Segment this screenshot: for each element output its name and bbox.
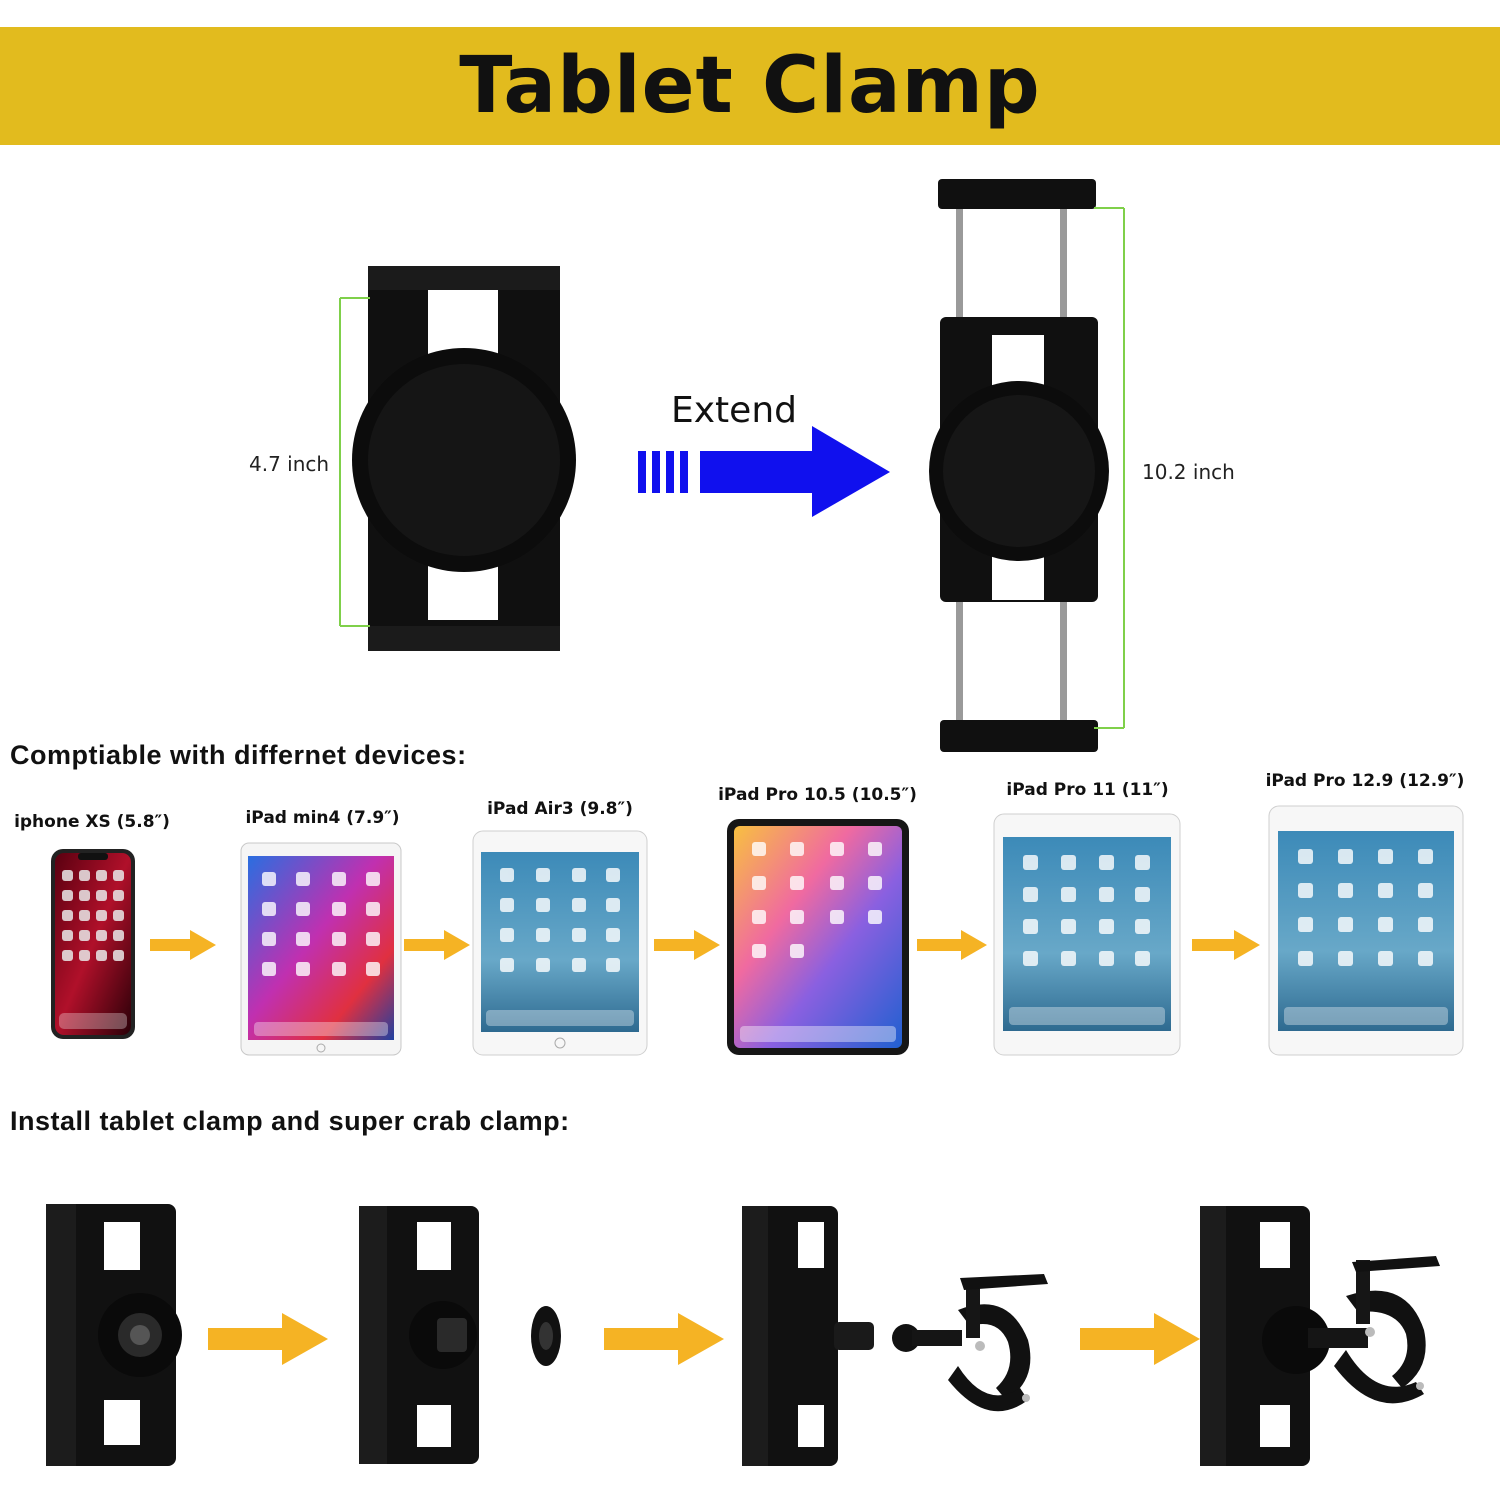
device-label-ipad-air3: iPad Air3 (9.8″) [487,799,633,819]
closed-size-label: 4.7 inch [249,452,330,476]
extended-clamp-image [929,179,1109,752]
extended-measure-line [1094,207,1125,729]
nut-image [531,1306,561,1366]
device-arrow-icon [917,930,987,960]
install-arrow-icon [604,1313,724,1365]
ipad-air3-image [472,830,648,1056]
install-step4-assembled-image [1200,1206,1440,1466]
device-label-iphone-xs: iphone XS (5.8″) [14,812,170,832]
ipad-pro-10-5-image [727,819,909,1055]
crab-clamp-image [892,1274,1048,1412]
extended-size-label: 10.2 inch [1142,460,1235,484]
device-arrow-icon [150,930,216,960]
device-arrow-icon [404,930,470,960]
install-step3-clamp-image [742,1206,874,1466]
device-label-ipad-pro-10-5: iPad Pro 10.5 (10.5″) [718,785,917,805]
device-arrow-icon [654,930,720,960]
title-banner: Tablet Clamp [0,27,1500,145]
install-heading: Install tablet clamp and super crab clam… [10,1106,570,1136]
install-arrow-icon [1080,1313,1200,1365]
device-label-ipad-pro-12-9: iPad Pro 12.9 (12.9″) [1265,771,1465,791]
device-label-ipad-mini4: iPad min4 (7.9″) [245,808,400,828]
ipad-pro-12-9-image [1268,805,1464,1056]
device-arrow-icon [1192,930,1260,960]
ipad-pro-11-image [993,813,1181,1056]
compatible-devices-heading: Comptiable with differnet devices: [10,740,467,770]
device-label-ipad-pro-11: iPad Pro 11 (11″) [1006,780,1169,800]
closed-clamp-image [352,266,576,651]
page-title: Tablet Clamp [459,41,1041,131]
iphone-xs-image [51,849,135,1039]
ipad-mini4-image [240,842,402,1056]
install-arrow-icon [208,1313,328,1365]
install-step2-clamp-image [359,1206,479,1464]
closed-measure-line [339,297,370,627]
extend-label: Extend [671,390,797,431]
extend-arrow-icon [638,426,890,517]
install-step1-clamp-image [46,1204,182,1466]
